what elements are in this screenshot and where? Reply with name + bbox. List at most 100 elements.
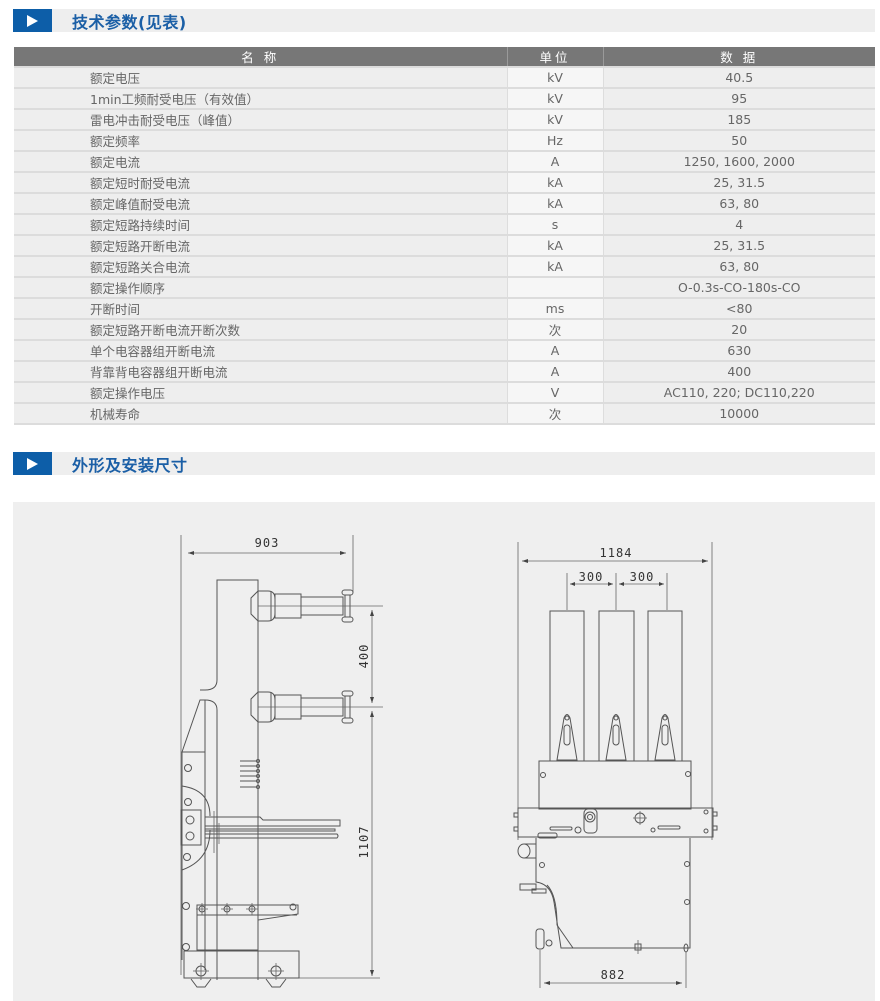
param-value: 25, 31.5 bbox=[603, 234, 875, 256]
param-value: 25, 31.5 bbox=[603, 171, 875, 193]
dim-label-400: 400 bbox=[357, 644, 371, 669]
param-unit: Hz bbox=[506, 129, 604, 151]
mechanism-body bbox=[535, 838, 691, 949]
param-value: 63, 80 bbox=[603, 192, 875, 214]
control-panel bbox=[517, 807, 714, 838]
param-name: 额定电流 bbox=[14, 150, 507, 172]
section-title: 技术参数(见表) bbox=[72, 12, 187, 32]
param-name: 额定短路持续时间 bbox=[14, 213, 507, 235]
param-value: 95 bbox=[603, 87, 875, 109]
section-header-dimensions: 外形及安装尺寸 bbox=[13, 452, 875, 475]
param-value: 10000 bbox=[603, 402, 875, 425]
lower-cabinet bbox=[196, 904, 299, 951]
side-view: 903 bbox=[180, 535, 383, 988]
section-title: 外形及安装尺寸 bbox=[72, 455, 188, 475]
base-trolley bbox=[183, 950, 300, 979]
param-unit: kA bbox=[506, 171, 604, 193]
section-marker bbox=[13, 9, 52, 32]
lower-terminal bbox=[250, 690, 383, 724]
param-name: 雷电冲击耐受电压（峰值） bbox=[14, 108, 507, 130]
mechanism-curve bbox=[546, 884, 574, 949]
param-name: 额定频率 bbox=[14, 129, 507, 151]
param-unit: kA bbox=[506, 192, 604, 214]
param-unit: kV bbox=[506, 87, 604, 109]
param-value: <80 bbox=[603, 297, 875, 319]
param-value: 1250, 1600, 2000 bbox=[603, 150, 875, 172]
param-value: 185 bbox=[603, 108, 875, 130]
param-unit: kA bbox=[506, 255, 604, 277]
param-value: AC110, 220; DC110,220 bbox=[603, 381, 875, 403]
bracket bbox=[181, 699, 206, 753]
dim-label-882: 882 bbox=[601, 968, 626, 982]
latch bbox=[535, 928, 545, 950]
param-value: 63, 80 bbox=[603, 255, 875, 277]
param-unit: 次 bbox=[506, 318, 604, 340]
frame-curve bbox=[200, 679, 218, 691]
dimension-drawing-panel: 903 bbox=[13, 502, 875, 1001]
table-header-row: 名 称 单位 数 据 bbox=[14, 47, 875, 67]
header-value: 数 据 bbox=[602, 47, 875, 67]
dim-label-903: 903 bbox=[255, 536, 280, 550]
frame-outline bbox=[216, 579, 259, 980]
param-unit bbox=[506, 276, 604, 298]
rails bbox=[205, 811, 341, 853]
section-header-specs: 技术参数(见表) bbox=[13, 9, 875, 32]
front-view: 1184 300 300 bbox=[513, 542, 718, 988]
dim-label-1107: 1107 bbox=[357, 826, 371, 859]
param-unit: 次 bbox=[506, 402, 604, 425]
param-name: 额定短路开断电流开断次数 bbox=[14, 318, 507, 340]
mechanism-block bbox=[180, 809, 202, 846]
upper-terminal bbox=[250, 589, 383, 623]
pole-columns bbox=[549, 610, 683, 762]
mechanism-curve bbox=[181, 785, 211, 871]
param-name: 额定峰值耐受电流 bbox=[14, 192, 507, 214]
param-unit: kV bbox=[506, 108, 604, 130]
frame-curve bbox=[200, 699, 218, 980]
play-triangle-icon bbox=[27, 14, 38, 27]
param-unit: A bbox=[506, 339, 604, 361]
param-value: 40.5 bbox=[603, 66, 875, 88]
param-unit: s bbox=[506, 213, 604, 235]
dim-label-300-right: 300 bbox=[630, 570, 655, 584]
header-name: 名 称 bbox=[14, 47, 507, 67]
wheels bbox=[190, 963, 287, 988]
param-name: 开断时间 bbox=[14, 297, 507, 319]
param-name: 额定操作顺序 bbox=[14, 276, 507, 298]
param-name: 背靠背电容器组开断电流 bbox=[14, 360, 507, 382]
param-unit: V bbox=[506, 381, 604, 403]
param-value: 400 bbox=[603, 360, 875, 382]
pole-base-box bbox=[538, 760, 692, 810]
dim-label-1184: 1184 bbox=[600, 546, 633, 560]
param-value: 630 bbox=[603, 339, 875, 361]
operation-handle bbox=[583, 808, 598, 834]
param-name: 额定操作电压 bbox=[14, 381, 507, 403]
param-value: 4 bbox=[603, 213, 875, 235]
param-unit: kV bbox=[506, 66, 604, 88]
param-unit: A bbox=[506, 150, 604, 172]
param-name: 单个电容器组开断电流 bbox=[14, 339, 507, 361]
param-name: 额定短路开断电流 bbox=[14, 234, 507, 256]
param-name: 额定短时耐受电流 bbox=[14, 171, 507, 193]
param-name: 机械寿命 bbox=[14, 402, 507, 425]
param-unit: kA bbox=[506, 234, 604, 256]
param-value: 20 bbox=[603, 318, 875, 340]
param-unit: A bbox=[506, 360, 604, 382]
param-unit: ms bbox=[506, 297, 604, 319]
